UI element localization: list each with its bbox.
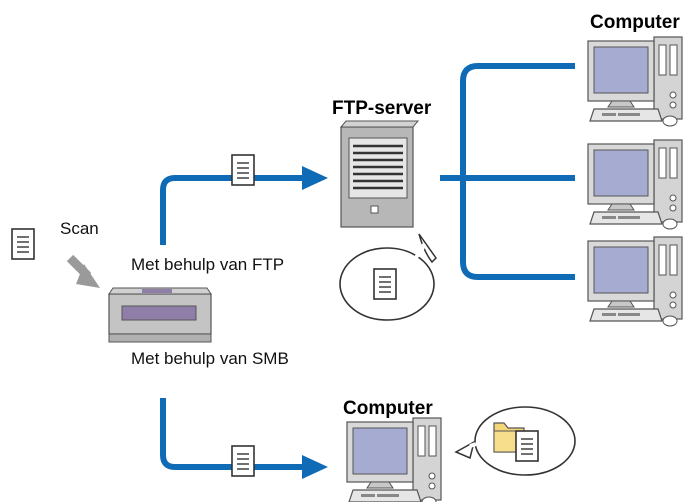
smb-connector (160, 398, 305, 470)
computer-top-label: Computer (590, 12, 680, 33)
scan-label: Scan (60, 219, 99, 238)
ftp-arrowhead-icon (302, 166, 328, 190)
smb-document-icon (231, 445, 255, 477)
computer-icon (587, 236, 683, 327)
scan-arrow-icon (66, 254, 100, 288)
stored-document-icon (373, 268, 397, 300)
ftp-connector (160, 175, 305, 245)
computer-icon (587, 139, 683, 230)
smb-computer-icon (346, 417, 442, 502)
ftp-method-label: Met behulp van FTP (131, 255, 284, 274)
distribution-connector (440, 63, 575, 280)
source-document-icon (11, 228, 35, 260)
printer-icon (108, 287, 212, 343)
computer-bottom-label: Computer (343, 398, 433, 419)
ftp-server-label: FTP-server (332, 98, 432, 119)
smb-arrowhead-icon (302, 455, 328, 479)
computer-icon (587, 36, 683, 127)
ftp-server-icon (339, 120, 420, 228)
smb-method-label: Met behulp van SMB (131, 349, 289, 368)
smb-stored-document-icon (515, 430, 539, 462)
ftp-document-icon (231, 154, 255, 186)
